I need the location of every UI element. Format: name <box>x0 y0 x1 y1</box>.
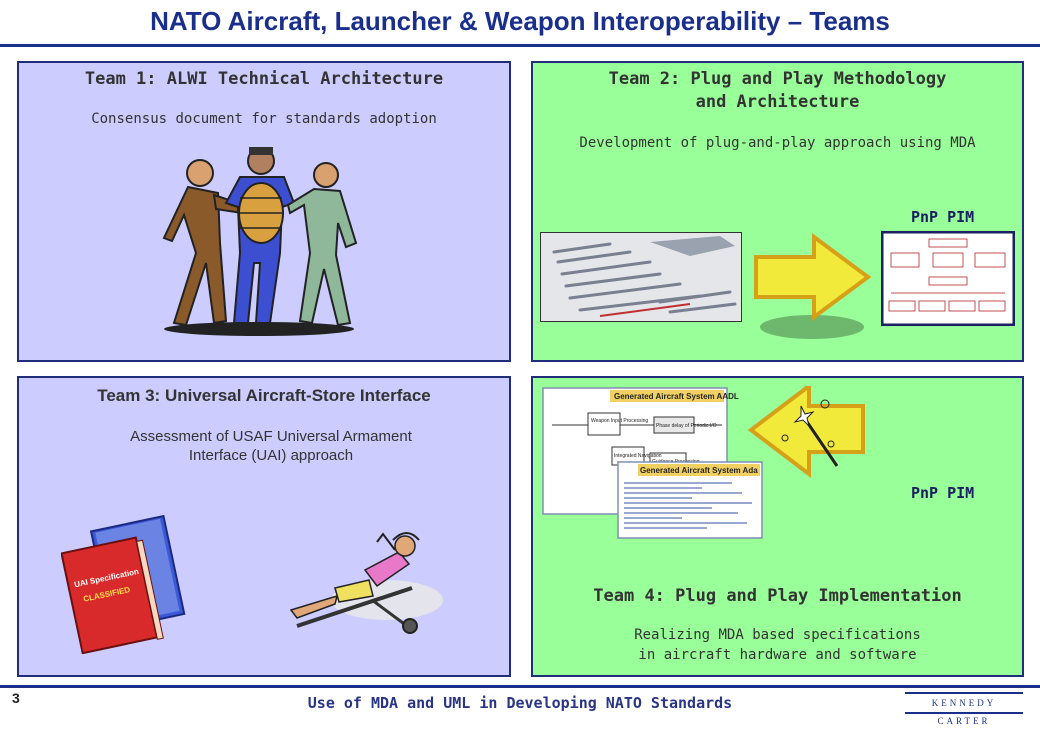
team4-description-line2: in aircraft hardware and software <box>638 647 917 663</box>
left-arrow-icon <box>747 386 865 479</box>
team2-panel: Team 2: Plug and Play Methodology and Ar… <box>531 61 1024 362</box>
footer-divider <box>0 685 1040 688</box>
page-title: NATO Aircraft, Launcher & Weapon Interop… <box>150 6 890 36</box>
ada-title: Generated Aircraft System Ada <box>640 466 758 475</box>
team1-title: Team 1: ALWI Technical Architecture <box>84 69 444 89</box>
team3-panel: Team 3: Universal Aircraft-Store Interfa… <box>17 376 511 677</box>
page-number: 3 <box>12 690 20 706</box>
team1-description: Consensus document for standards adoptio… <box>91 111 437 127</box>
pnp-pim-diagram <box>881 231 1015 326</box>
team2-description: Development of plug-and-play approach us… <box>579 135 976 151</box>
team3-description-line1: Assessment of USAF Universal Armament <box>130 428 412 445</box>
generated-code-diagram: Generated Aircraft System AADL Weapon In… <box>542 387 763 539</box>
relaxing-person-clipart <box>289 532 443 634</box>
team2-title-line1: Team 2: Plug and Play Methodology <box>608 69 947 89</box>
aadl-title: Generated Aircraft System AADL <box>614 392 739 401</box>
uai-spec-books: UAI Specification CLASSIFIED <box>61 514 186 654</box>
aadl-box-nav: Integrated Navigation <box>614 453 662 459</box>
arguing-men-clipart <box>162 147 358 336</box>
aadl-box-phase: Phase delay of Periodic I/O <box>656 423 717 429</box>
team2-pim-label: PnP PIM <box>911 208 975 226</box>
title-divider <box>0 44 1040 47</box>
aadl-box-weapon: Weapon Input Processing <box>591 418 648 424</box>
team4-description-line1: Realizing MDA based specifications <box>634 627 921 643</box>
kennedy-carter-logo: KENNEDY CARTER <box>905 692 1023 726</box>
weapons-photo <box>540 232 742 322</box>
footer-text: Use of MDA and UML in Developing NATO St… <box>307 694 733 712</box>
team2-title-line2: and Architecture <box>695 92 860 112</box>
right-arrow-icon <box>754 233 872 339</box>
team4-pim-label: PnP PIM <box>911 484 975 502</box>
team1-panel: Team 1: ALWI Technical Architecture Cons… <box>17 61 511 362</box>
team3-title: Team 3: Universal Aircraft-Store Interfa… <box>97 386 431 405</box>
team4-panel: Generated Aircraft System AADL Weapon In… <box>531 376 1024 677</box>
team3-description-line2: Interface (UAI) approach <box>188 447 354 464</box>
team4-title: Team 4: Plug and Play Implementation <box>593 586 962 606</box>
